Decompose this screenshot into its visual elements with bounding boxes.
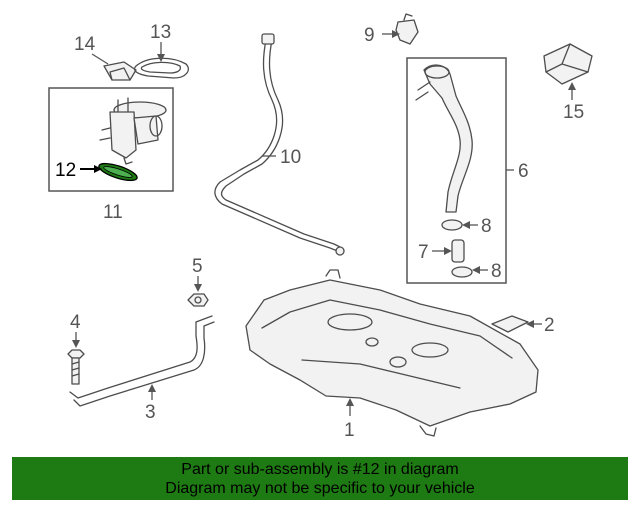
- banner-line-2: Diagram may not be specific to your vehi…: [165, 480, 475, 497]
- part-6-filler-neck: [415, 64, 473, 213]
- part-8-clamp-lower: [451, 266, 473, 278]
- callout-3: 3: [145, 402, 156, 423]
- part-9-sensor: [395, 13, 419, 45]
- callout-13: 13: [150, 22, 171, 43]
- part-7-hose: [451, 239, 465, 263]
- part-2-pad: [491, 315, 529, 333]
- callout-1: 1: [344, 420, 355, 441]
- part-15-control-module: [543, 43, 593, 85]
- callout-9: 9: [364, 25, 375, 46]
- callout-6: 6: [518, 161, 529, 182]
- callout-14: 14: [74, 34, 96, 55]
- callout-2: 2: [544, 315, 555, 336]
- callout-4: 4: [70, 312, 81, 333]
- callout-7: 7: [418, 242, 429, 263]
- callout-8-lower: 8: [491, 261, 502, 282]
- callout-8-upper: 8: [481, 216, 492, 237]
- parts-diagram: 14 13 12 11 10 9: [48, 13, 593, 441]
- callout-10: 10: [280, 147, 301, 168]
- part-13-gasket: [133, 42, 189, 79]
- part-1-fuel-tank: [245, 269, 539, 437]
- part-8-clamp-upper: [441, 219, 463, 231]
- part-3-strap: [69, 315, 215, 407]
- part-11-fuel-pump-module: [99, 97, 167, 165]
- callout-12: 12: [55, 160, 76, 181]
- part-5-nut: [187, 293, 209, 307]
- callout-5: 5: [192, 256, 203, 277]
- callout-15: 15: [563, 102, 584, 123]
- part-10-vent-line: [214, 33, 345, 256]
- callout-11: 11: [103, 202, 123, 223]
- part-14-bracket: [91, 53, 137, 81]
- part-4-bolt: [67, 349, 85, 385]
- info-banner: Part or sub-assembly is #12 in diagram D…: [12, 457, 628, 500]
- part-12-seal-ring: [98, 162, 138, 182]
- box-11: [48, 87, 174, 192]
- banner-line-1: Part or sub-assembly is #12 in diagram: [181, 461, 459, 478]
